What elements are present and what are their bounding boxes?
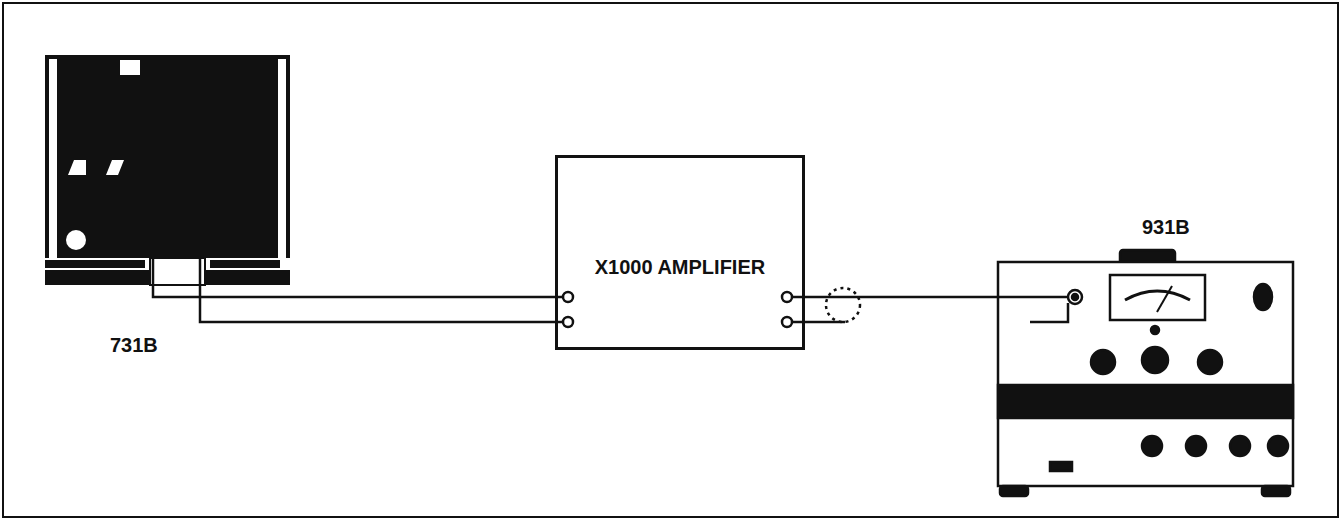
instrument-931b: 931B: [998, 262, 1293, 486]
amplifier-box: X1000 AMPLIFIER: [555, 155, 805, 350]
box-label: X1000 AMPLIFIER: [587, 256, 773, 279]
terminals: [555, 292, 845, 327]
model-label: 931B: [1142, 216, 1190, 239]
wire: [200, 290, 555, 322]
model-label: 731B: [110, 334, 158, 357]
wire: [153, 290, 555, 297]
wire: [805, 296, 998, 299]
meter-931b-drawing: [998, 250, 1293, 496]
frame: [3, 3, 1338, 517]
standard-731b-drawing: [45, 55, 290, 290]
instrument-731b: 731B: [45, 55, 290, 290]
